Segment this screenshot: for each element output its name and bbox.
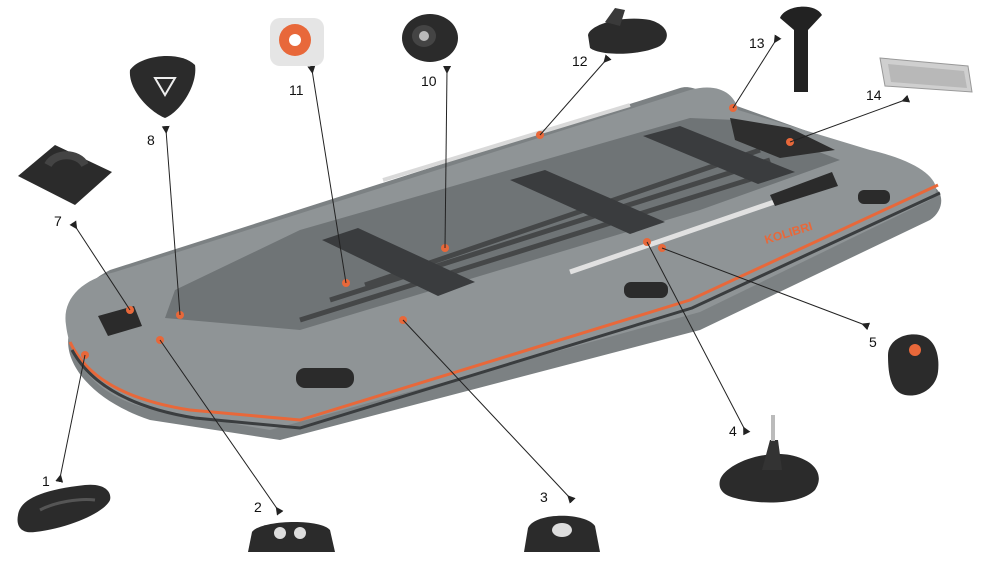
part-13-oar-handle <box>780 6 822 92</box>
leader-2 <box>159 339 284 516</box>
oar-blade <box>770 172 838 206</box>
part-12-oarlock-base <box>588 8 667 54</box>
label-5: 5 <box>869 334 877 350</box>
part-8-d-ring-pad <box>129 55 196 118</box>
attachment-points <box>81 104 794 359</box>
inflatable-boat: KOLIBRI <box>65 87 942 441</box>
leader-1 <box>55 354 86 483</box>
label-13: 13 <box>749 35 765 51</box>
label-1: 1 <box>42 473 50 489</box>
leader-lines <box>55 34 911 516</box>
part-11-drain-valve <box>270 18 324 66</box>
seat-middle <box>510 170 665 234</box>
leader-12 <box>539 54 612 136</box>
leader-14 <box>789 94 911 143</box>
transom <box>730 118 835 158</box>
part-images <box>17 6 973 552</box>
leader-8 <box>161 125 181 316</box>
label-12: 12 <box>572 53 588 69</box>
part-3-rope-holder <box>524 515 600 552</box>
part-2-rope-holder <box>248 521 335 552</box>
part-7-pad-handle <box>18 145 112 205</box>
leader-13 <box>732 34 782 109</box>
oar-right <box>569 197 781 275</box>
part-14-floor-panel <box>879 57 973 93</box>
leader-7 <box>69 220 131 311</box>
label-11: 11 <box>289 82 304 98</box>
oar-left <box>382 103 631 182</box>
part-10-valve <box>402 14 458 62</box>
label-3: 3 <box>540 489 548 505</box>
label-4: 4 <box>729 423 737 439</box>
leader-11 <box>307 65 347 284</box>
seat-front <box>322 228 475 296</box>
label-2: 2 <box>254 499 262 515</box>
label-7: 7 <box>54 213 62 229</box>
label-8: 8 <box>147 132 155 148</box>
leader-4 <box>646 241 751 436</box>
hull-stripe <box>68 183 939 422</box>
leader-10 <box>443 65 452 249</box>
part-4-oarlock <box>719 415 819 503</box>
label-14: 14 <box>866 87 882 103</box>
part-1-handle <box>17 484 111 533</box>
leader-5 <box>661 247 871 331</box>
handle-rear <box>858 190 890 204</box>
handle-mid <box>624 282 668 298</box>
leader-3 <box>402 319 576 504</box>
handle-side <box>296 368 354 388</box>
label-10: 10 <box>421 73 437 89</box>
seat-rear <box>643 126 795 184</box>
hull-stripe-dark <box>70 191 941 430</box>
part-5-oar-clamp <box>888 334 939 396</box>
boat-floor <box>165 118 840 330</box>
